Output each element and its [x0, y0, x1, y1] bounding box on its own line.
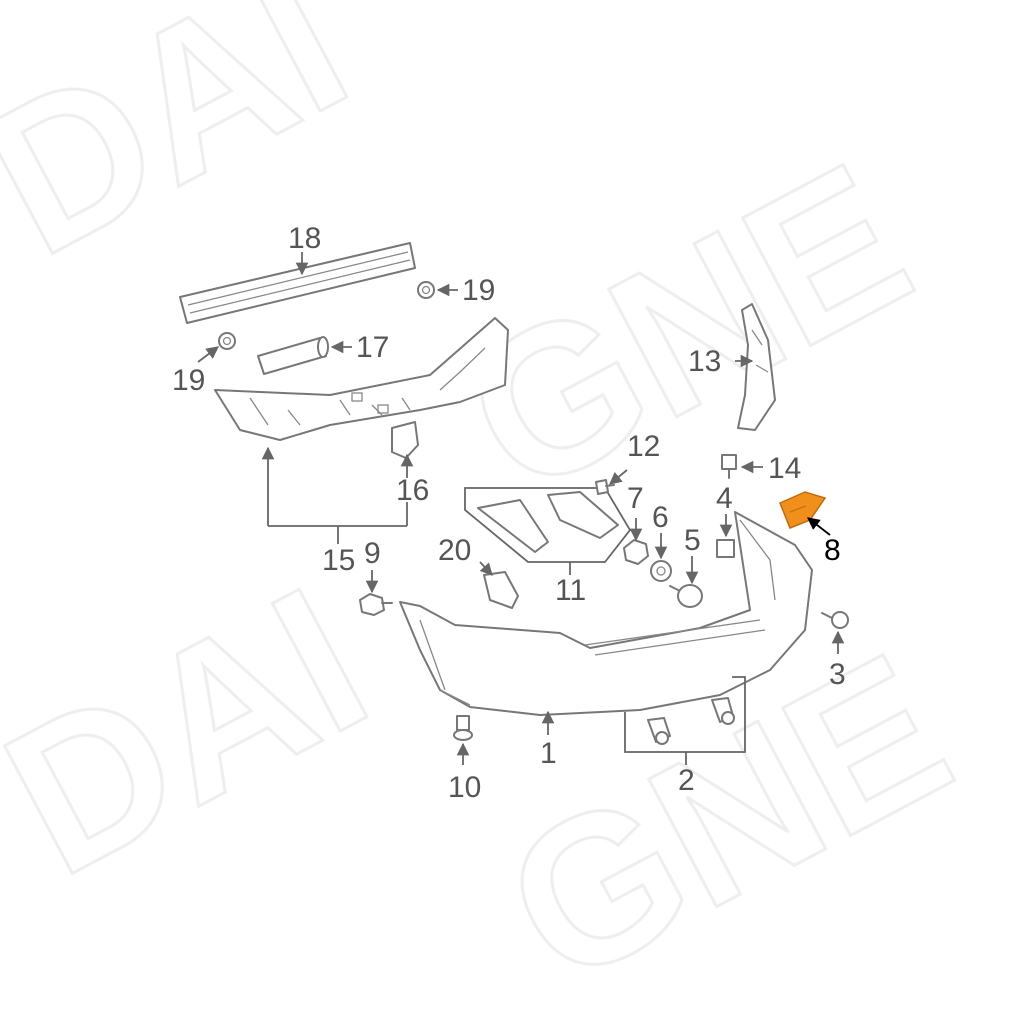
part-8-bracket	[779, 491, 827, 529]
part-12-screw	[595, 479, 615, 495]
callout-15: 15	[322, 544, 355, 577]
part-14-screw	[721, 454, 737, 479]
callout-14: 14	[768, 452, 801, 485]
part-18-reinforcement	[179, 242, 416, 324]
callout-3: 3	[829, 658, 846, 691]
leader-15	[261, 446, 408, 544]
part-20-clip	[483, 571, 519, 609]
callout-5: 5	[684, 524, 701, 557]
callout-6: 6	[652, 501, 669, 534]
callout-18: 18	[288, 222, 321, 255]
part-17-pad	[257, 336, 329, 375]
callout-12: 12	[627, 430, 660, 463]
callout-labels: 18 19 17 19 16 15 9 20 11 12 7 6 5 4 13 …	[172, 222, 846, 804]
part-7-nut	[623, 539, 649, 565]
callout-19-upper: 19	[462, 274, 495, 307]
callout-4: 4	[716, 482, 733, 515]
callout-2: 2	[678, 764, 695, 797]
callout-8: 8	[824, 534, 841, 567]
part-9-bolt	[359, 593, 393, 616]
part-6-washer	[650, 560, 672, 582]
part-19-nut-upper	[417, 281, 435, 299]
callout-20: 20	[438, 534, 471, 567]
part-2-clip-set	[624, 676, 746, 765]
svg-text:DAI: DAI	[0, 542, 400, 919]
svg-text:DAI: DAI	[0, 0, 380, 300]
leader-lines	[197, 252, 845, 765]
part-10-screw	[453, 715, 473, 741]
callout-9: 9	[364, 537, 381, 570]
part-16-clip	[391, 421, 419, 459]
callout-1: 1	[540, 737, 557, 770]
callout-13: 13	[688, 345, 721, 378]
callout-17: 17	[356, 331, 389, 364]
part-1-bumper-cover	[399, 511, 813, 716]
part-3-screw	[821, 611, 849, 629]
callout-16: 16	[396, 474, 429, 507]
part-5-fastener	[669, 584, 703, 608]
callout-10: 10	[448, 771, 481, 804]
callout-7: 7	[627, 482, 644, 515]
part-4-clip	[716, 539, 735, 558]
part-19-nut-lower	[218, 332, 236, 350]
callout-19-lower: 19	[172, 364, 205, 397]
part-15-absorber	[214, 317, 509, 441]
callout-11: 11	[555, 574, 586, 607]
